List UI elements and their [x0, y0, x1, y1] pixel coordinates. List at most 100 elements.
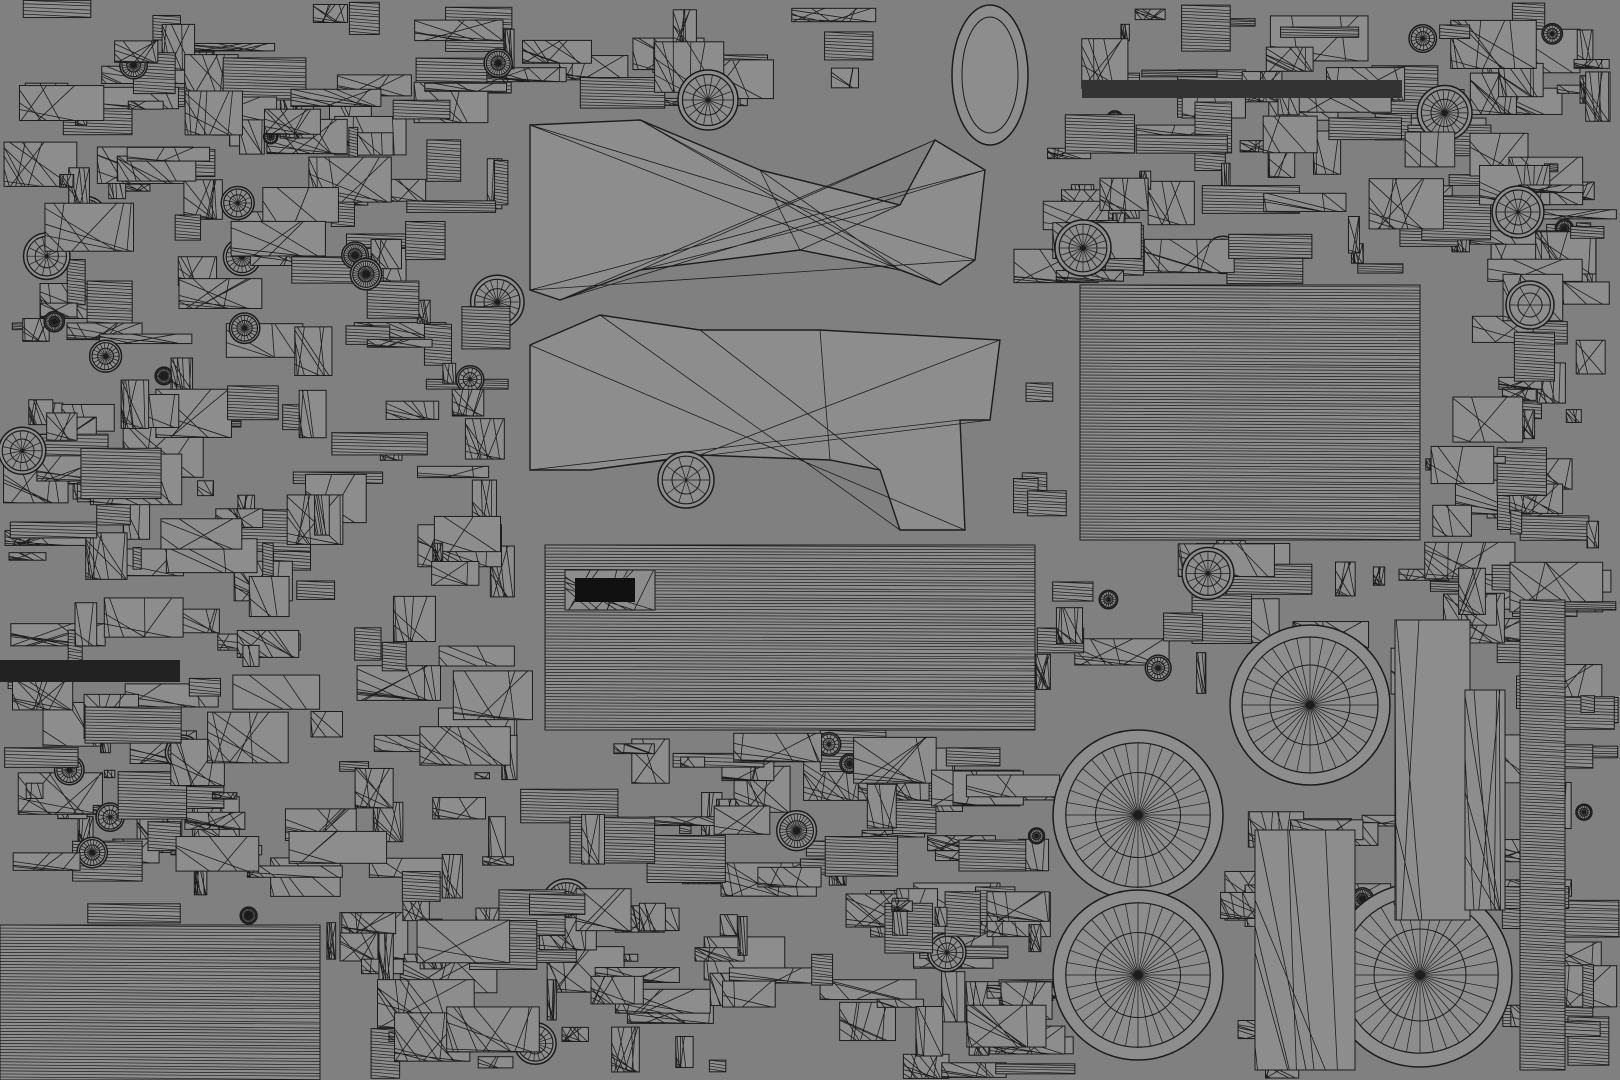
uv-island-rect	[1163, 612, 1204, 642]
island-edges	[721, 760, 773, 782]
island-edges	[1497, 447, 1547, 496]
uv-island-rect	[915, 1006, 944, 1057]
island-edges	[339, 761, 369, 772]
uv-island-rect	[737, 915, 748, 956]
uv-island-rect	[1147, 180, 1195, 226]
uv-island-rect	[719, 914, 738, 937]
uv-island-rect	[248, 575, 290, 618]
uv-island-wheel	[95, 802, 125, 832]
wheel-spokes	[1411, 26, 1435, 51]
uv-island-rect	[1576, 29, 1594, 65]
uv-island-wheel	[1144, 654, 1172, 682]
island-edges	[227, 385, 279, 419]
island-edges	[1065, 114, 1135, 154]
uv-island-rect	[722, 980, 776, 1008]
wheel-spokes	[1242, 637, 1378, 773]
uv-island-rect	[522, 39, 592, 64]
uv-island-rect	[839, 1001, 896, 1042]
uv-island-rect	[406, 200, 497, 213]
wheel-spokes	[458, 368, 482, 391]
uv-island-rect	[74, 602, 98, 647]
uv-island-rect	[680, 756, 706, 768]
island-edges	[1013, 478, 1039, 512]
island-edges	[1439, 24, 1470, 39]
island-edges	[839, 1002, 888, 1041]
island-edges	[226, 323, 298, 358]
island-edges	[288, 831, 338, 864]
uv-island-rect	[1254, 829, 1356, 1071]
uv-island-rect	[1135, 134, 1228, 154]
island-edges	[419, 726, 504, 766]
island-outline	[1181, 4, 1231, 52]
uv-island-wheel	[1098, 589, 1119, 610]
island-edges	[175, 214, 201, 240]
island-edges	[240, 509, 311, 552]
wheel-spokes	[343, 243, 367, 267]
island-edges	[811, 953, 833, 985]
uv-island-rect	[623, 953, 639, 962]
uv-island-rect	[392, 99, 451, 120]
uv-island-rect	[366, 280, 420, 319]
island-edges	[791, 7, 872, 23]
uv-island-rect	[876, 998, 925, 1008]
island-edges	[25, 783, 43, 799]
wheel-spokes	[241, 908, 256, 923]
uv-island-wheel	[1491, 185, 1545, 239]
island-edges	[1394, 619, 1423, 921]
island-edges	[934, 907, 947, 927]
uv-island-rect	[262, 187, 339, 223]
island-outline	[184, 90, 243, 136]
uv-island-rect	[1263, 192, 1347, 212]
uv-island-rect	[426, 139, 462, 182]
uv-island-rect	[339, 932, 379, 962]
uv-island-rect	[341, 912, 397, 935]
island-edges	[1450, 20, 1535, 69]
island-edges	[958, 839, 1026, 871]
island-edges	[825, 836, 898, 877]
island-edges	[1582, 964, 1594, 1008]
island-edges	[1537, 696, 1615, 730]
island-edges	[441, 854, 462, 899]
island-edges	[824, 31, 873, 60]
uv-island-rect	[581, 813, 606, 865]
island-edges	[326, 922, 336, 960]
island-outline	[986, 891, 1050, 922]
uv-island-rect	[242, 644, 260, 667]
uv-island-rect	[694, 947, 745, 962]
wheel-spokes	[156, 368, 172, 384]
uv-island-rect	[713, 805, 771, 835]
uv-island-rect	[1464, 689, 1506, 911]
island-edges	[393, 99, 450, 119]
island-edges	[1277, 82, 1299, 116]
island-edges	[341, 912, 395, 935]
uv-island-rect	[866, 783, 897, 829]
uv-island-rect	[934, 906, 948, 927]
island-edges	[654, 41, 719, 93]
uv-island-rect	[385, 400, 440, 420]
island-edges	[212, 792, 238, 800]
uv-island-rect	[290, 88, 382, 107]
dark-strip-island	[0, 660, 180, 682]
oval-island-inner	[961, 16, 1019, 134]
island-edges	[1134, 8, 1165, 21]
uv-island-rect	[528, 893, 586, 915]
uv-island-rect	[294, 326, 333, 376]
island-edges	[424, 323, 452, 365]
island-outline	[424, 82, 508, 92]
island-edges	[1580, 695, 1595, 712]
island-edges	[357, 132, 383, 156]
uv-island-rect	[1079, 284, 1421, 541]
dark-strip-island	[1082, 80, 1402, 98]
island-edges	[405, 221, 446, 260]
island-edges	[1196, 652, 1207, 694]
island-edges	[1056, 607, 1083, 644]
island-edges	[1163, 612, 1203, 640]
island-edges	[382, 641, 407, 671]
island-outline	[419, 726, 511, 766]
island-edges	[197, 480, 214, 496]
island-edges	[345, 325, 390, 344]
uv-island-rect	[561, 1026, 589, 1042]
uv-island-rect	[197, 480, 214, 497]
uv-island-rect	[147, 821, 182, 852]
